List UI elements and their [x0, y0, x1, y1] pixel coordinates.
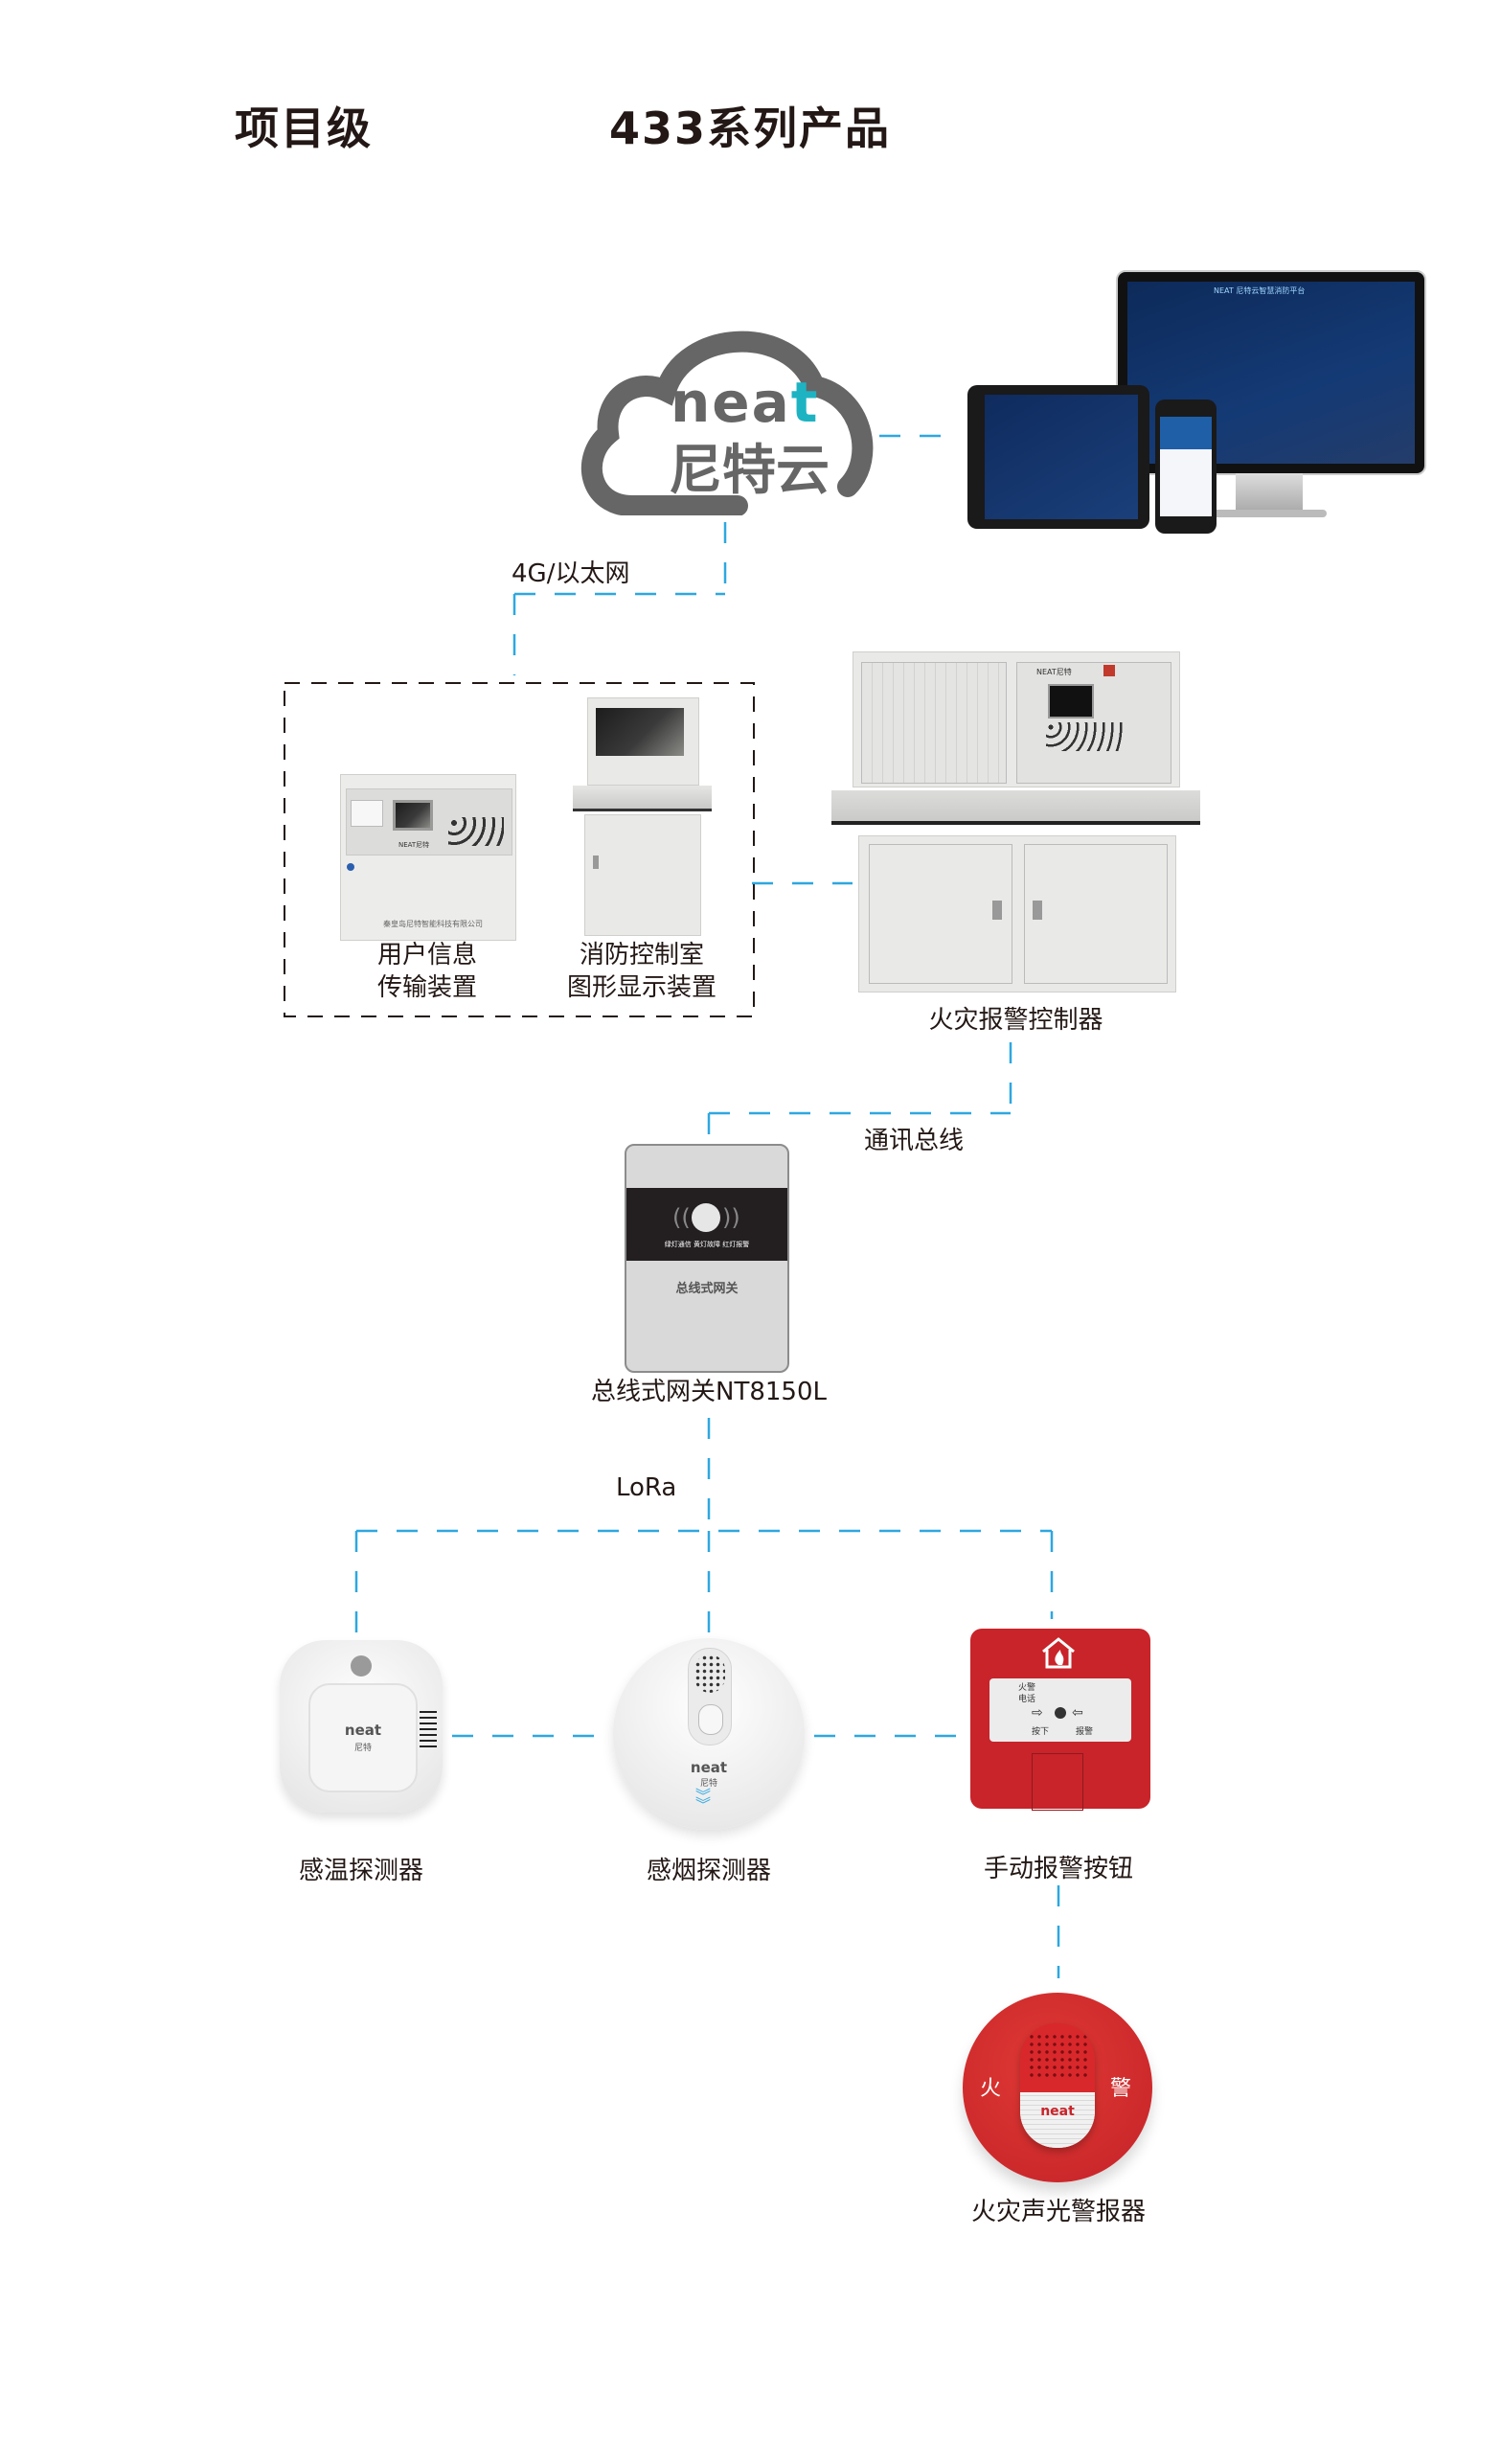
indicator-board [861, 662, 1007, 784]
display-screen [596, 708, 684, 756]
keypad [448, 817, 504, 846]
button-window: 火警 电话 ⇨ ⇦ 按下 报警 [989, 1678, 1131, 1742]
fire-controller-caption: 火灾报警控制器 [928, 1006, 1103, 1035]
monitor-base [1212, 510, 1327, 517]
phone-screen [1160, 417, 1212, 516]
test-button [698, 1704, 723, 1735]
neat-cloud-logo: neat 尼特云 [575, 314, 891, 516]
tablet-screen [985, 395, 1138, 519]
controller-screen [1048, 684, 1094, 719]
cloud-icon [580, 331, 874, 516]
fire-label: 火警 [1018, 1683, 1036, 1693]
platform-screens: NEAT 尼特云智慧消防平台 [967, 270, 1427, 538]
bus-label: 通讯总线 [864, 1127, 965, 1155]
user-info-caption: 用户信息 传输装置 [340, 939, 514, 1004]
speaker-grille-icon [694, 1654, 725, 1693]
heat-brand-cn: 尼特 [353, 1744, 372, 1753]
sounder-grille-icon [1028, 2033, 1087, 2081]
gateway-band: (( )) 绿灯通信 黄灯故障 红灯报警 [626, 1188, 787, 1261]
heat-brand-en: neat [344, 1722, 382, 1739]
monitor: NEAT 尼特云智慧消防平台 [1116, 270, 1426, 475]
sounder-left-glyph: 火 [980, 2077, 1002, 2101]
fire-sounder: neat 火 警 [963, 1993, 1152, 2182]
logo-cn: 尼特云 [669, 440, 830, 502]
arrow-left-icon: ⇦ [1072, 1705, 1083, 1721]
phone-label: 电话 [1018, 1695, 1036, 1704]
smoke-brand-en: neat [690, 1759, 728, 1776]
lora-label: LoRa [616, 1473, 677, 1502]
monitor-stand [1236, 473, 1303, 512]
sounder-caption: 火灾声光警报器 [970, 2198, 1146, 2226]
tablet [967, 385, 1149, 529]
smoke-detector: neat 尼特 ︾︾ [613, 1638, 805, 1830]
cabinet-door-left [869, 844, 1012, 984]
house-fire-icon [1039, 1636, 1078, 1669]
press-label: 按下 [1032, 1727, 1050, 1737]
sounder-right-glyph: 警 [1110, 2077, 1132, 2101]
gateway-face-label: 总线式网关 [675, 1282, 739, 1296]
level-heading: 项目级 [235, 103, 373, 154]
graphic-display-caption: 消防控制室 图形显示装置 [541, 939, 742, 1004]
press-point-icon [1055, 1707, 1066, 1719]
controller-brand: NEAT尼特 [1036, 668, 1072, 676]
display-head [587, 697, 699, 786]
uplink-label: 4G/以太网 [512, 559, 630, 588]
bus-gateway: (( )) 绿灯通信 黄灯故障 红灯报警 总线式网关 [625, 1144, 789, 1373]
strobe-lens: neat [1020, 2092, 1095, 2148]
heat-detector-caption: 感温探测器 [298, 1857, 423, 1885]
logo-en-suffix: t [790, 370, 820, 435]
monitor-title: NEAT 尼特云智慧消防平台 [1214, 286, 1306, 295]
keyboard-shelf [573, 786, 712, 811]
user-info-brand: NEAT尼特 [398, 841, 430, 849]
smoke-detector-window [688, 1648, 732, 1745]
signal-led-icon [692, 1203, 720, 1232]
series-heading: 433系列产品 [609, 103, 892, 154]
heat-detector: neat 尼特 [280, 1640, 443, 1813]
sounder-brand: neat [1040, 2104, 1075, 2119]
user-info-device: NEAT尼特 秦皇岛尼特智能科技有限公司 [340, 774, 516, 941]
signal-waves-left-icon: (( [672, 1204, 691, 1231]
smoke-brand-cn: 尼特 [699, 1779, 717, 1789]
alarm-label: 报警 [1076, 1727, 1094, 1737]
phone [1155, 399, 1217, 534]
logo-en-prefix: nea [671, 370, 791, 435]
gateway-caption: 总线式网关NT8150L [591, 1378, 827, 1406]
smoke-detector-caption: 感烟探测器 [646, 1857, 771, 1885]
heat-detector-face: neat 尼特 [308, 1683, 418, 1792]
controller-cabinet [858, 835, 1176, 992]
user-info-screen [393, 800, 433, 831]
graphic-display-device [573, 697, 712, 937]
caption-line: 用户信息 [376, 941, 477, 970]
button-cover [1032, 1753, 1083, 1811]
controller-keypad [1046, 722, 1123, 751]
control-board: NEAT尼特 [1016, 662, 1171, 784]
indicator-legend: 绿灯通信 黄灯故障 红灯报警 [664, 1241, 750, 1248]
chevron-down-icon: ︾︾ [695, 1787, 712, 1814]
arrow-right-icon: ⇨ [1032, 1705, 1043, 1721]
heat-vents [420, 1711, 437, 1749]
fire-alarm-controller: NEAT尼特 [831, 651, 1200, 996]
warning-badge [1103, 665, 1115, 676]
display-cabinet [584, 814, 701, 936]
cabinet-door-right [1024, 844, 1168, 984]
controller-desk [831, 790, 1200, 825]
controller-top-panel: NEAT尼特 [853, 651, 1180, 787]
caption-line: 传输装置 [376, 973, 477, 1002]
manual-alarm-button: 火警 电话 ⇨ ⇦ 按下 报警 [970, 1629, 1150, 1811]
manual-button-caption: 手动报警按钮 [983, 1855, 1133, 1883]
signal-waves-right-icon: )) [722, 1204, 740, 1231]
heat-sensor-icon [351, 1655, 372, 1677]
sounder-body: neat [1020, 2023, 1095, 2148]
key-lock-icon [347, 863, 354, 871]
user-info-company: 秦皇岛尼特智能科技有限公司 [383, 920, 483, 928]
caption-line: 消防控制室 [579, 941, 704, 970]
caption-line: 图形显示装置 [566, 973, 716, 1002]
